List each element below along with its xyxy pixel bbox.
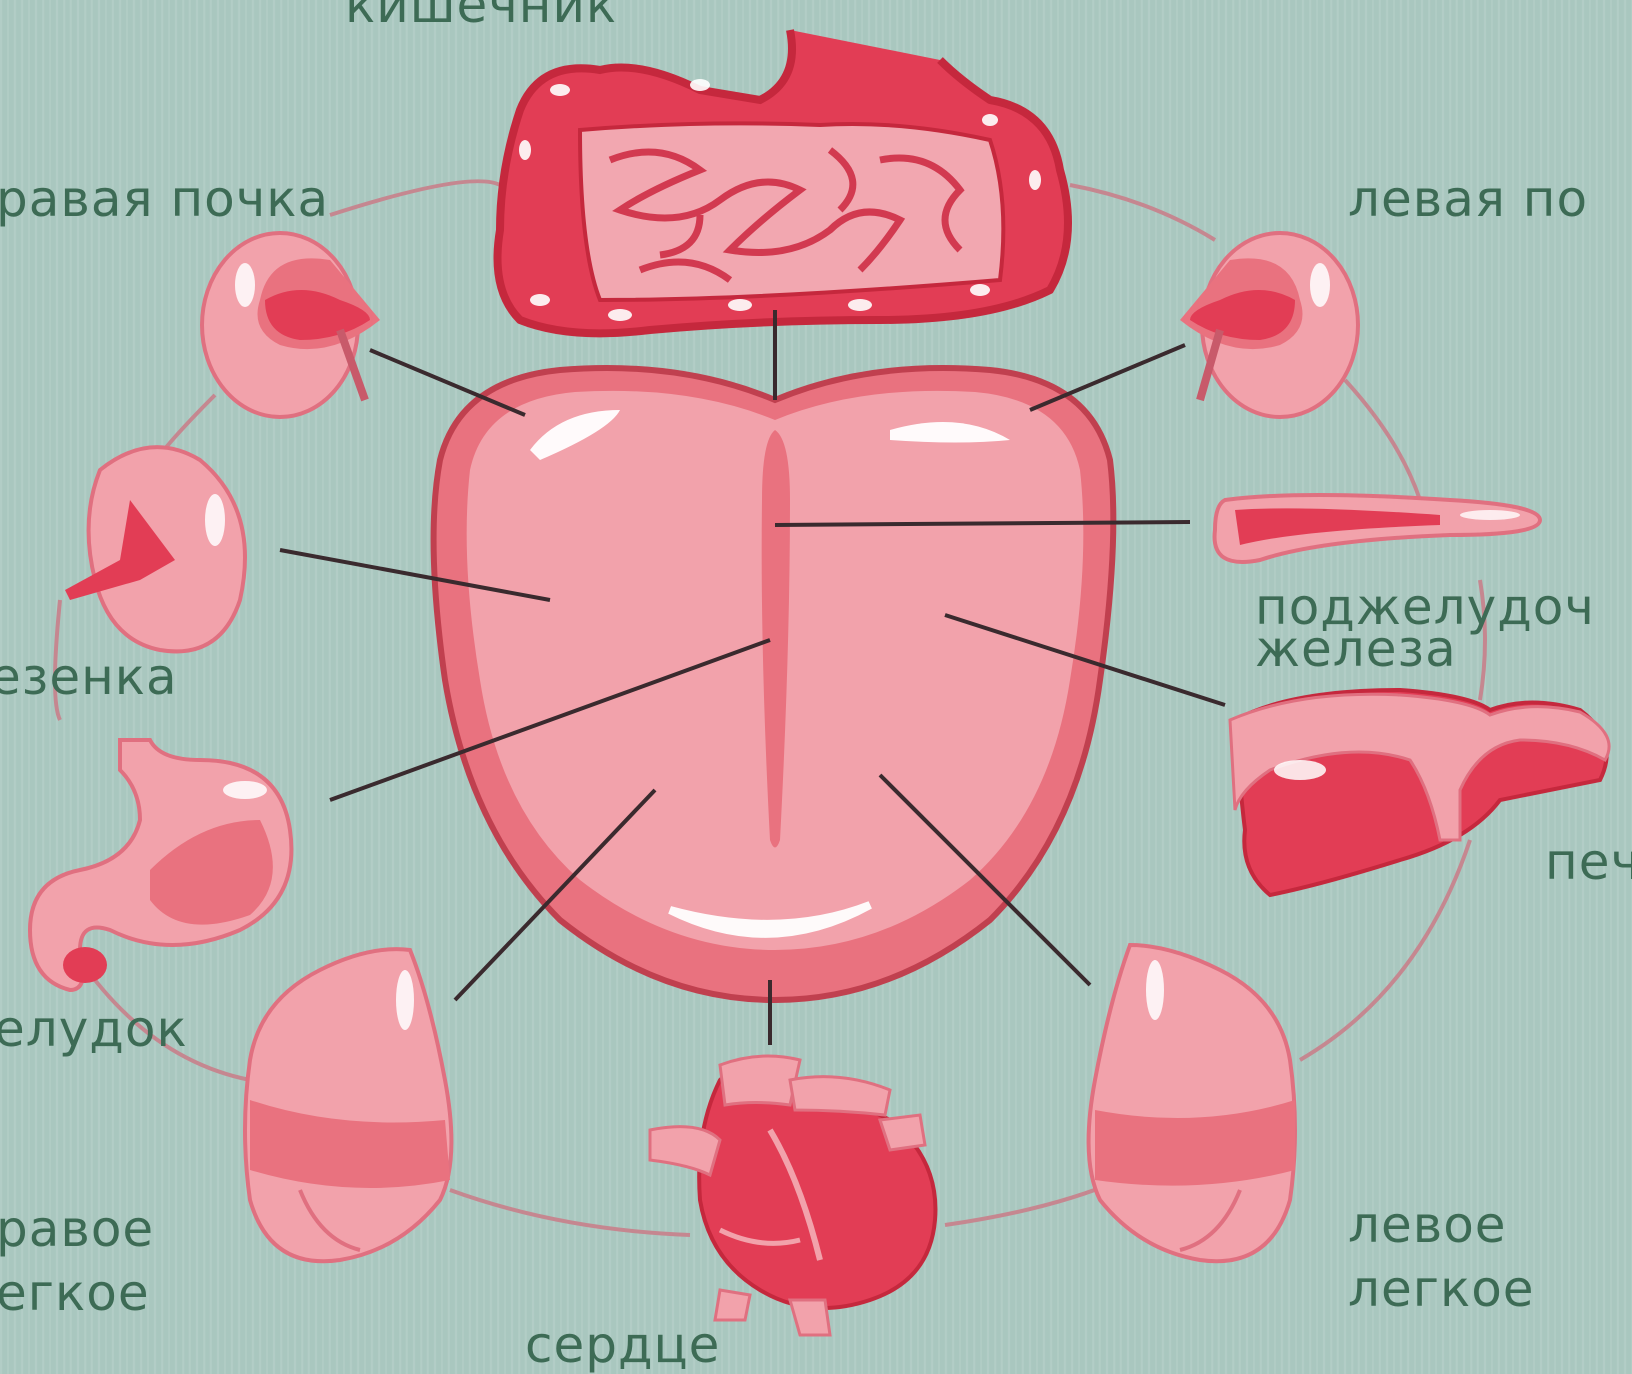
pancreas-organ <box>1215 495 1540 562</box>
right-lung-label-line1: равое <box>0 1202 154 1256</box>
stomach-organ <box>30 740 291 990</box>
left-lung-label-line2: легкое <box>1348 1262 1535 1316</box>
right-kidney-label: равая почка <box>0 172 329 226</box>
intestine-organ <box>498 30 1069 333</box>
left-kidney-organ <box>1180 233 1358 417</box>
heart-label: сердце <box>525 1318 720 1372</box>
spleen-label: езенка <box>0 650 178 704</box>
right-kidney-organ <box>202 233 380 417</box>
left-kidney-label: левая по <box>1348 172 1588 226</box>
stomach-label: елудок <box>0 1002 188 1056</box>
spleen-organ <box>65 447 245 651</box>
heart-organ <box>650 1056 935 1335</box>
left-lung-label-line1: левое <box>1348 1198 1507 1252</box>
left-lung-organ <box>1089 945 1295 1261</box>
liver-label: печ <box>1545 835 1632 889</box>
intestine-label: кишечник <box>345 0 617 32</box>
pancreas-label-line2: железа <box>1255 622 1457 676</box>
right-lung-organ <box>245 949 451 1261</box>
right-lung-label-line2: егкое <box>0 1266 150 1320</box>
